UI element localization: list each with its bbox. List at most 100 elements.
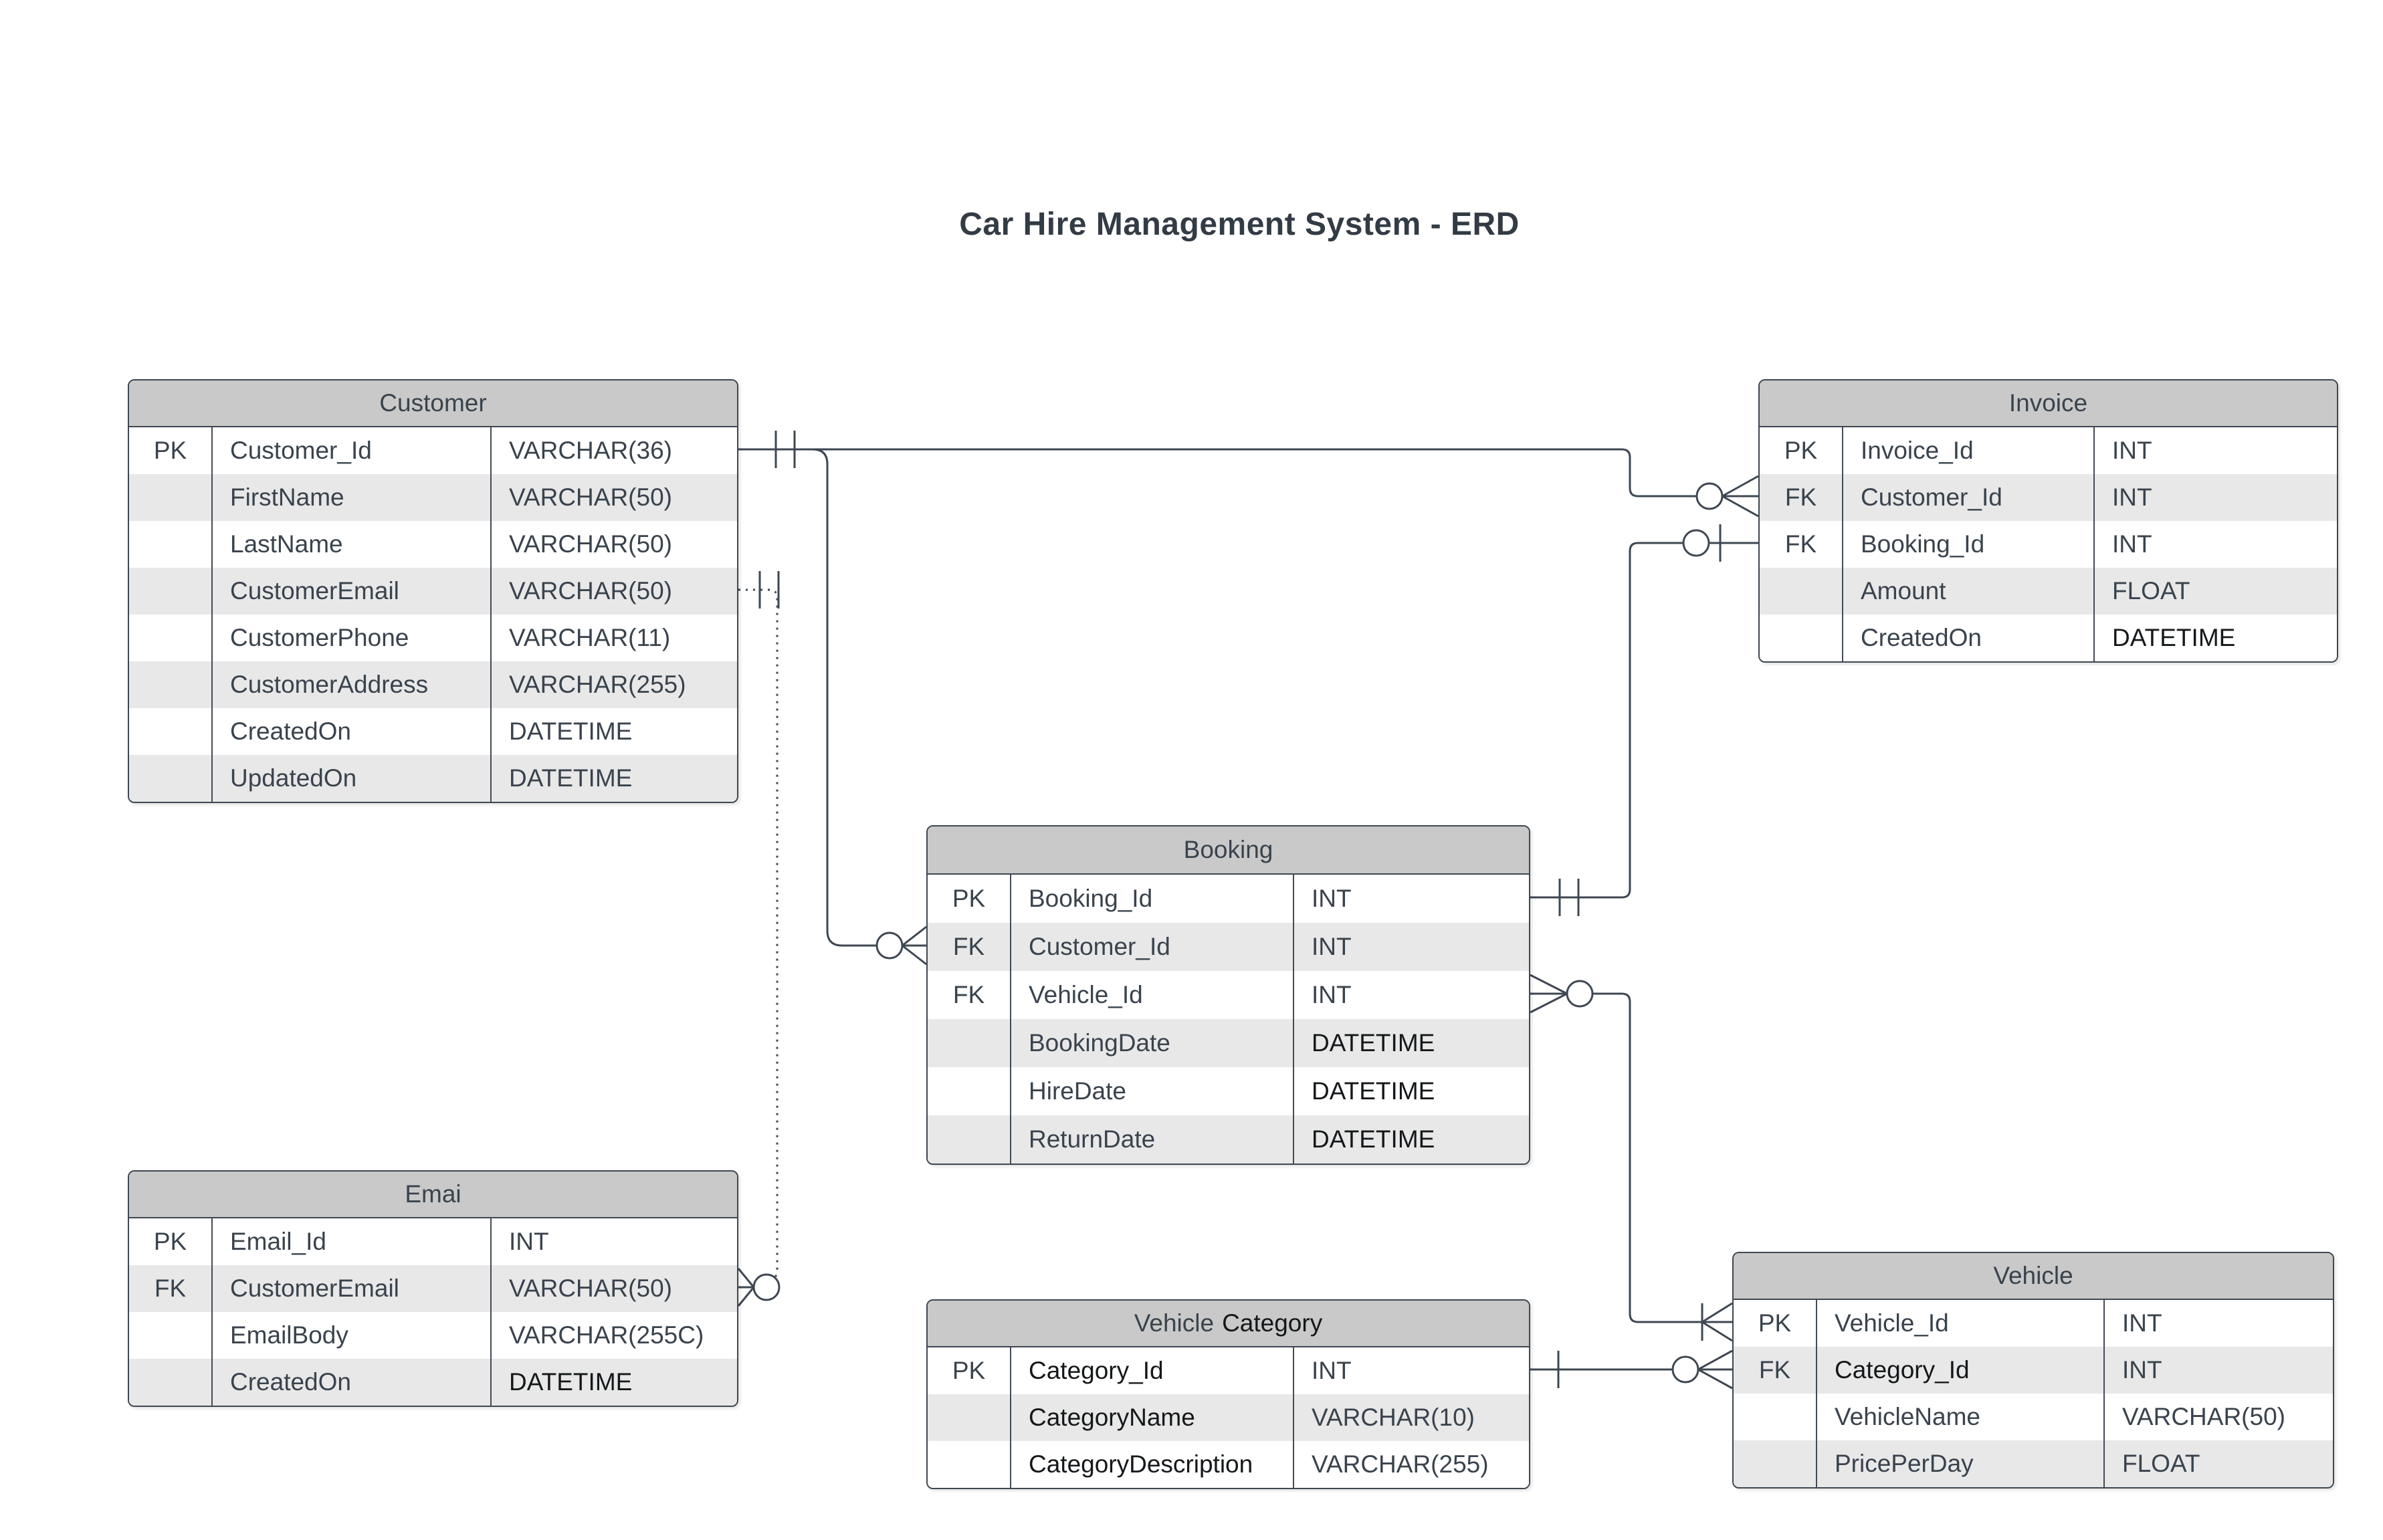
row-key-flag	[129, 521, 213, 568]
entity-title: Emai	[405, 1180, 461, 1208]
crow-foot-many-icon	[1701, 1302, 1733, 1342]
entity-title: Booking	[1183, 836, 1273, 863]
row-key-flag: PK	[1760, 427, 1843, 474]
row-field-type: DATETIME	[1312, 1125, 1435, 1153]
entity-header: Emai	[129, 1172, 737, 1218]
entity-title-suffix: Category	[1222, 1309, 1323, 1337]
relationship-booking-invoice[interactable]	[1530, 524, 1758, 916]
relationship-customer-invoice[interactable]	[738, 431, 1759, 518]
row-field-type: VARCHAR(36)	[509, 437, 672, 464]
crow-foot-many-icon	[737, 1268, 755, 1307]
row-field-name: CustomerEmail	[213, 568, 492, 615]
row-field-name: UpdatedOn	[213, 755, 492, 802]
row-field-name: CustomerPhone	[213, 615, 492, 661]
cardinality-one-tick	[1709, 524, 1758, 562]
row-field-name: ReturnDate	[1011, 1115, 1294, 1164]
row-field-name: Booking_Id	[1843, 521, 2095, 568]
cardinality-zero-circle	[1566, 980, 1594, 1008]
row-field-name: Email_Id	[213, 1218, 492, 1265]
table-row: CustomerPhone VARCHAR(11)	[129, 615, 737, 661]
relationship-customer-email[interactable]	[737, 571, 781, 1307]
row-key-flag	[129, 615, 213, 661]
row-field-type: INT	[1312, 885, 1352, 912]
row-field-name: Booking_Id	[1011, 875, 1294, 923]
row-key-flag	[928, 1115, 1011, 1164]
row-field-type: INT	[1312, 1357, 1352, 1384]
row-field-type: VARCHAR(50)	[509, 483, 672, 511]
relationship-booking-vehicle[interactable]	[1530, 974, 1733, 1342]
relationship-line	[812, 448, 877, 947]
relationship-category-vehicle[interactable]	[1530, 1349, 1733, 1390]
cardinality-zero-circle	[1671, 1355, 1699, 1384]
row-field-type: INT	[2112, 437, 2152, 464]
entity-title: Customer	[379, 389, 487, 417]
row-field-type: VARCHAR(255)	[1312, 1450, 1489, 1478]
entity-header: Vehicle	[1734, 1253, 2333, 1300]
row-field-type: FLOAT	[2122, 1450, 2200, 1477]
entity-title: Vehicle	[1993, 1262, 2073, 1289]
row-field-name: EmailBody	[213, 1312, 492, 1359]
row-key-flag	[129, 708, 213, 755]
crow-foot-many-icon	[1697, 1349, 1733, 1390]
row-key-flag: FK	[1734, 1347, 1817, 1394]
row-key-flag	[1760, 568, 1843, 615]
row-field-name: Customer_Id	[1843, 474, 2095, 521]
relationship-line	[738, 448, 1697, 498]
row-field-type: DATETIME	[2112, 624, 2236, 651]
row-field-name: CategoryName	[1011, 1394, 1294, 1441]
row-key-flag: FK	[928, 971, 1011, 1019]
entity-header: Customer	[129, 380, 737, 427]
crow-foot-many-icon	[1722, 475, 1759, 518]
row-field-name: CreatedOn	[213, 708, 492, 755]
row-field-type: DATETIME	[1312, 1077, 1435, 1105]
row-field-type: INT	[1312, 981, 1352, 1008]
row-key-flag	[1734, 1394, 1817, 1440]
row-key-flag: FK	[928, 923, 1011, 971]
entity-header: Invoice	[1760, 380, 2337, 427]
row-field-type: VARCHAR(11)	[509, 624, 671, 651]
row-key-flag	[928, 1019, 1011, 1067]
row-field-type: VARCHAR(50)	[2122, 1403, 2285, 1430]
table-row: ReturnDate DATETIME	[928, 1115, 1529, 1164]
row-field-name: Amount	[1843, 568, 2095, 615]
row-key-flag	[129, 755, 213, 802]
row-field-type: INT	[509, 1228, 549, 1255]
cardinality-zero-circle	[752, 1273, 781, 1301]
cardinality-zero-circle	[1695, 482, 1724, 510]
row-field-name: Vehicle_Id	[1817, 1300, 2105, 1347]
cardinality-zero-circle	[1682, 529, 1710, 557]
row-field-name: HireDate	[1011, 1067, 1294, 1115]
row-field-type: DATETIME	[1312, 1029, 1435, 1057]
row-field-type: INT	[2112, 530, 2152, 558]
relationship-customer-booking[interactable]	[812, 448, 927, 966]
row-key-flag: PK	[928, 875, 1011, 923]
row-field-name: CategoryDescription	[1011, 1441, 1294, 1488]
table-row: CategoryDescription VARCHAR(255)	[928, 1441, 1529, 1488]
row-key-flag	[928, 1394, 1011, 1441]
row-key-flag	[129, 1359, 213, 1406]
row-key-flag: PK	[1734, 1300, 1817, 1347]
row-key-flag: PK	[129, 1218, 213, 1265]
row-field-name: Vehicle_Id	[1011, 971, 1294, 1019]
row-field-name: VehicleName	[1817, 1394, 2105, 1440]
